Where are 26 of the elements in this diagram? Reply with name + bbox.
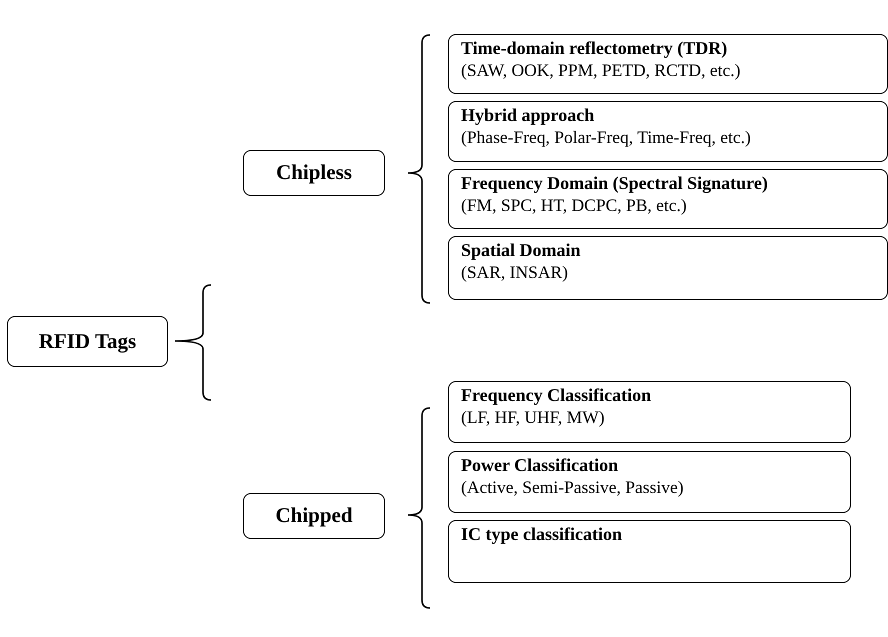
category-box xyxy=(243,493,385,539)
box-description: (Active, Semi-Passive, Passive) xyxy=(461,476,684,498)
box-description: (LF, HF, UHF, MW) xyxy=(461,406,605,428)
class-box xyxy=(448,381,851,443)
class-box xyxy=(448,101,888,162)
class-box xyxy=(448,169,888,229)
class-box xyxy=(448,520,851,583)
box-description: (SAR, INSAR) xyxy=(461,262,568,283)
box-description: (Phase-Freq, Polar-Freq, Time-Freq, etc.) xyxy=(461,126,751,148)
box-heading: Frequency Classification xyxy=(461,385,652,407)
box-heading: RFID Tags xyxy=(38,328,136,354)
box-description: (SAW, OOK, PPM, PETD, RCTD, etc.) xyxy=(461,60,740,81)
class-box xyxy=(448,451,851,513)
class-box xyxy=(448,236,888,300)
category-box xyxy=(243,150,385,196)
box-heading: Chipless xyxy=(276,160,352,186)
box-heading: Time-domain reflectometry (TDR) xyxy=(461,38,728,60)
category-box xyxy=(7,316,168,367)
box-heading: IC type classification xyxy=(461,524,622,546)
box-heading: Chipped xyxy=(275,503,353,529)
box-heading: Hybrid approach xyxy=(461,105,594,127)
box-heading: Spatial Domain xyxy=(461,240,581,262)
class-box xyxy=(448,34,888,94)
box-heading: Frequency Domain (Spectral Signature) xyxy=(461,173,768,195)
box-heading: Power Classification xyxy=(461,455,618,477)
box-description: (FM, SPC, HT, DCPC, PB, etc.) xyxy=(461,194,687,216)
